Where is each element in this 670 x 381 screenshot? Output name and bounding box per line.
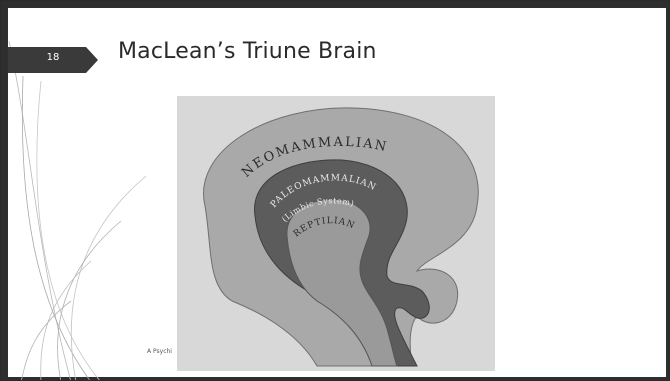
triune-brain-image: NEOMAMMALIAN PALEOMAMMALIAN (Limbic Syst… (177, 96, 495, 371)
slide-number: 18 (38, 52, 68, 63)
slide-footer-text: A Psychi (147, 348, 172, 355)
slide-title: MacLean’s Triune Brain (118, 39, 377, 64)
slide-frame-right (666, 1, 669, 381)
